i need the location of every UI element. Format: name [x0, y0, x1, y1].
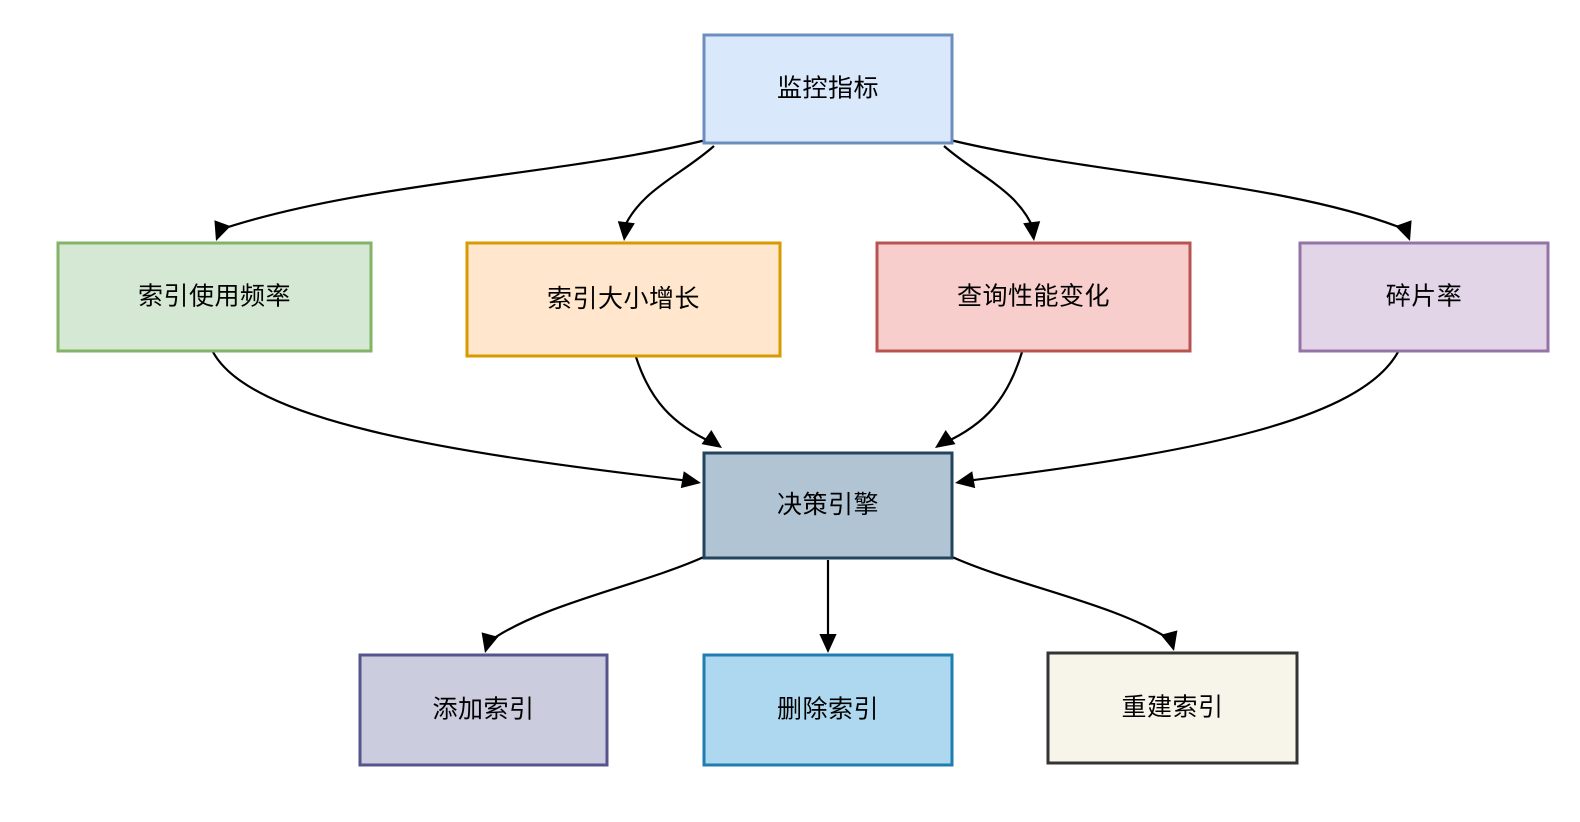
node-box[interactable]	[358, 653, 609, 767]
node-label: 索引使用频率	[138, 283, 291, 311]
node-box[interactable]	[1046, 651, 1299, 765]
edge-line	[949, 138, 1410, 233]
node-monitor[interactable]: 监控指标	[702, 33, 954, 145]
node-fragmentation[interactable]: 碎片率	[1298, 241, 1550, 353]
node-label: 重建索引	[1121, 694, 1223, 722]
edge-decision-to-drop	[819, 560, 837, 653]
node-label: 索引大小增长	[547, 285, 700, 313]
arrow-head-icon	[214, 220, 231, 241]
edge-monitor-to-usage	[214, 138, 707, 241]
node-size-growth[interactable]: 索引大小增长	[465, 241, 782, 358]
node-label: 添加索引	[432, 696, 534, 724]
edge-line	[943, 145, 1036, 231]
edge-line	[215, 138, 707, 233]
node-rebuild-index[interactable]: 重建索引	[1046, 651, 1299, 765]
edges-layer	[212, 138, 1412, 653]
arrow-head-icon	[935, 430, 956, 448]
edge-line	[634, 356, 714, 444]
edge-query-to-decision	[935, 351, 1024, 448]
arrow-head-icon	[955, 471, 976, 489]
edge-decision-to-rebuild	[949, 554, 1178, 651]
arrow-head-icon	[1395, 220, 1412, 241]
edge-monitor-to-size	[617, 145, 715, 241]
node-add-index[interactable]: 添加索引	[358, 653, 609, 767]
edge-line	[949, 554, 1173, 642]
node-box[interactable]	[875, 241, 1192, 353]
arrow-head-icon	[701, 430, 722, 448]
edge-decision-to-add	[481, 554, 707, 653]
edge-line	[943, 351, 1024, 445]
node-query-performance[interactable]: 查询性能变化	[875, 241, 1192, 353]
node-label: 监控指标	[777, 75, 879, 103]
node-box[interactable]	[702, 653, 954, 767]
node-box[interactable]	[702, 33, 954, 145]
node-label: 删除索引	[777, 696, 879, 724]
arrow-head-icon	[819, 634, 837, 653]
arrow-head-icon	[617, 221, 635, 241]
node-decision-engine[interactable]: 决策引擎	[702, 451, 954, 560]
node-box[interactable]	[702, 451, 954, 560]
node-label: 碎片率	[1386, 283, 1463, 311]
edge-monitor-to-fragmentation	[949, 138, 1412, 241]
edge-line	[212, 351, 691, 483]
arrow-head-icon	[680, 471, 701, 489]
arrow-head-icon	[481, 632, 499, 653]
node-label: 决策引擎	[777, 491, 879, 519]
node-box[interactable]	[465, 241, 782, 358]
node-usage-frequency[interactable]: 索引使用频率	[56, 241, 373, 353]
edge-line	[621, 145, 715, 231]
edge-usage-to-decision	[212, 351, 701, 489]
node-box[interactable]	[56, 241, 373, 353]
node-label: 查询性能变化	[957, 283, 1110, 311]
node-drop-index[interactable]: 删除索引	[702, 653, 954, 767]
edge-fragmentation-to-decision	[955, 351, 1399, 489]
edge-line	[486, 554, 707, 644]
edge-line	[965, 351, 1399, 483]
arrow-head-icon	[1160, 630, 1178, 651]
edge-monitor-to-query	[943, 145, 1041, 241]
node-box[interactable]	[1298, 241, 1550, 353]
arrow-head-icon	[1023, 221, 1041, 241]
edge-size-to-decision	[634, 356, 722, 448]
